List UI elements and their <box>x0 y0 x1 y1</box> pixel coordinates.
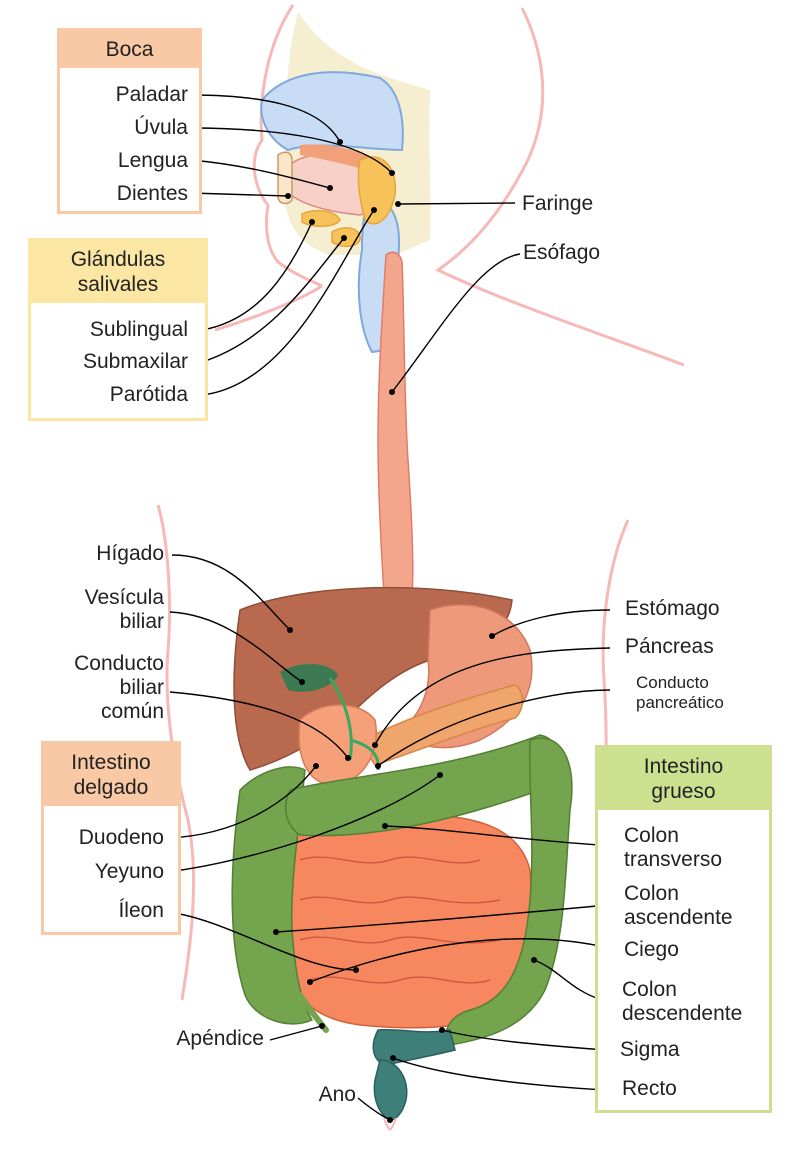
label-pancreas: Páncreas <box>625 635 714 658</box>
label-sigma: Sigma <box>620 1038 680 1061</box>
label-dientes: Dientes <box>116 182 188 205</box>
anus-outline <box>383 1117 397 1131</box>
label-lengua: Lengua <box>117 149 188 172</box>
pancreas <box>358 684 524 766</box>
boca-group: Boca <box>57 28 202 214</box>
label-ano: Ano <box>318 1083 356 1106</box>
esophagus <box>377 251 414 596</box>
label-paladar: Paladar <box>115 83 188 106</box>
head-outline <box>252 4 323 288</box>
label-esofago: Esófago <box>523 241 601 264</box>
gallbladder <box>280 664 338 692</box>
small-intestine <box>280 814 532 1029</box>
glandulas-title: Glándulas salivales <box>31 241 205 303</box>
small-intestine-folds <box>299 856 501 984</box>
label-apendice: Apéndice <box>176 1027 264 1050</box>
label-ileon: Íleon <box>118 899 164 922</box>
nasal-cavity <box>260 71 404 152</box>
label-higado: Hígado <box>96 542 164 565</box>
label-estomago: Estómago <box>625 597 720 620</box>
boca-title: Boca <box>60 31 199 68</box>
label-parotida: Parótida <box>109 383 188 406</box>
leader-lines <box>167 94 611 1123</box>
label-colon-descendente: Colon descendente <box>622 978 743 1025</box>
intestino-grueso-group: Intestino grueso <box>595 745 772 1113</box>
glandulas-group: Glándulas salivales <box>28 238 208 421</box>
label-conducto-biliar: Conducto biliar común <box>74 652 164 723</box>
parotid-gland <box>357 156 396 225</box>
label-colon-transverso: Colon transverso <box>624 824 723 871</box>
label-recto: Recto <box>622 1077 677 1100</box>
intestino-grueso-title: Intestino grueso <box>598 748 769 810</box>
label-uvula: Úvula <box>134 116 188 139</box>
label-vesicula: Vesícula biliar <box>84 586 164 633</box>
label-duodeno: Duodeno <box>78 826 164 849</box>
label-colon-ascendente: Colon ascendente <box>624 882 733 929</box>
teeth <box>277 151 293 205</box>
label-yeyuno: Yeyuno <box>94 860 164 883</box>
intestino-delgado-group: Intestino delgado <box>41 741 181 935</box>
neck-left-outline <box>214 284 323 332</box>
intestino-delgado-title: Intestino delgado <box>44 744 178 806</box>
torso-left-outline <box>156 504 196 1001</box>
label-faringe: Faringe <box>522 192 594 215</box>
rectum <box>373 1059 408 1121</box>
neck-right-outline <box>435 7 685 367</box>
sigmoid-colon <box>372 1028 456 1066</box>
label-ciego: Ciego <box>624 938 679 961</box>
label-submaxilar: Submaxilar <box>82 350 188 373</box>
label-sublingual: Sublingual <box>89 318 188 341</box>
label-conducto-pancreatico: Conducto pancreático <box>636 673 724 712</box>
